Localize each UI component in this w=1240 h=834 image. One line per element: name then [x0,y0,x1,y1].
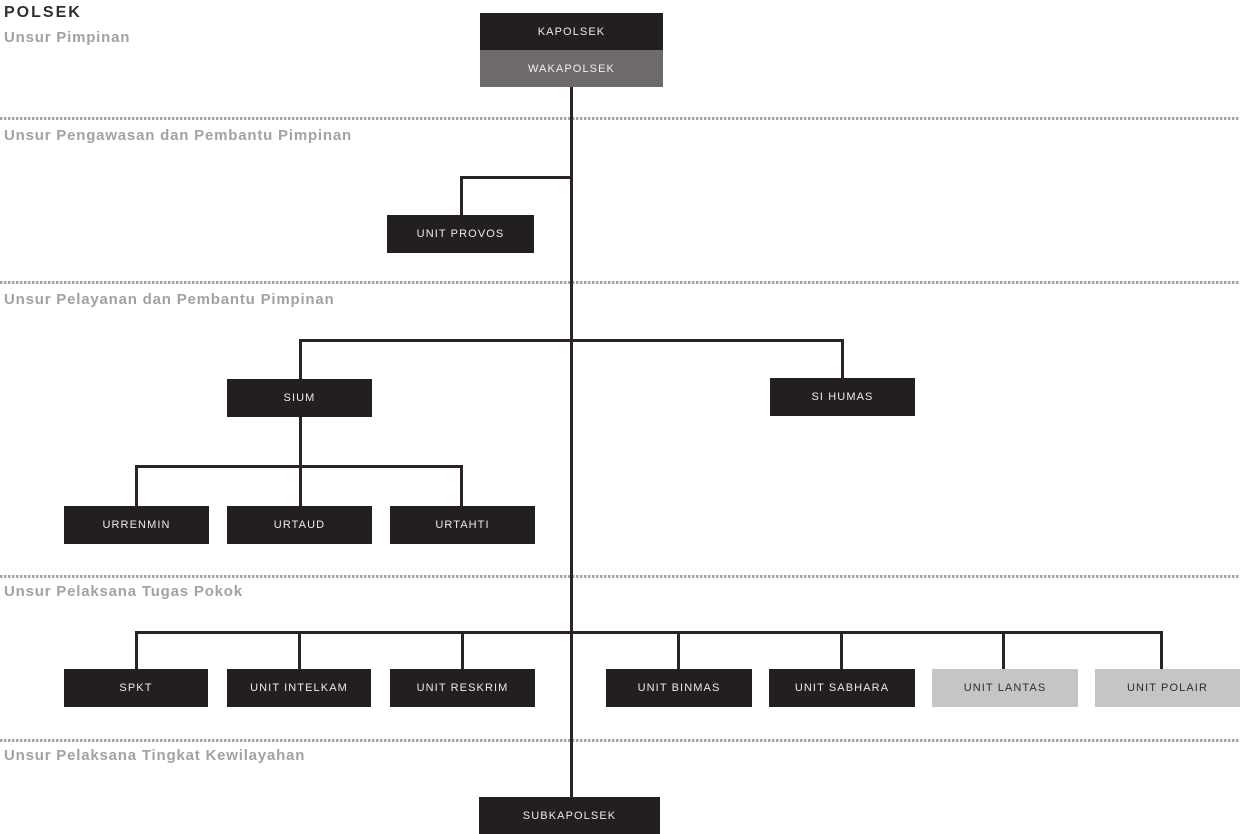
org-node-unit-binmas: UNIT BINMAS [606,669,752,707]
org-node-wakapolsek: WAKAPOLSEK [480,50,663,87]
connector-provos-drop [460,176,463,215]
connector-urtahti-drop [460,465,463,506]
org-node-unit-polair: UNIT POLAIR [1095,669,1240,707]
connector-lantas-drop [1002,631,1005,669]
org-node-unit-sabhara: UNIT SABHARA [769,669,915,707]
org-node-urtaud: URTAUD [227,506,372,544]
org-node-urtahti: URTAHTI [390,506,535,544]
connector-binmas-drop [677,631,680,669]
org-node-si-humas: SI HUMAS [770,378,915,416]
connector-ur-horizontal [135,465,463,468]
connector-urrenmin-drop [135,465,138,506]
connector-sium-sihumas-horizontal [299,339,844,342]
connector-reskrim-drop [461,631,464,669]
section-header-pimpinan: Unsur Pimpinan [4,29,131,46]
section-divider [0,739,1240,742]
org-node-sium: SIUM [227,379,372,417]
connector-sium-drop [299,339,302,379]
connector-sihumas-drop [841,339,844,379]
org-node-kapolsek: KAPOLSEK [480,13,663,50]
connector-provos-horizontal [460,176,573,179]
section-divider [0,117,1240,120]
section-header-pelayanan: Unsur Pelayanan dan Pembantu Pimpinan [4,291,335,308]
connector-polair-drop [1160,631,1163,669]
connector-intelkam-drop [298,631,301,669]
org-node-unit-intelkam: UNIT INTELKAM [227,669,371,707]
connector-sabhara-drop [840,631,843,669]
section-divider [0,575,1240,578]
connector-units-horizontal [135,631,1163,634]
org-node-unit-lantas: UNIT LANTAS [932,669,1078,707]
page-title: POLSEK [4,4,82,21]
connector-spkt-drop [135,631,138,669]
connector-main-trunk [570,87,573,797]
section-header-kewilayahan: Unsur Pelaksana Tingkat Kewilayahan [4,747,306,764]
org-node-spkt: SPKT [64,669,208,707]
connector-sium-to-children [299,417,302,506]
section-divider [0,281,1240,284]
org-node-subkapolsek: SUBKAPOLSEK [479,797,660,834]
org-node-unit-provos: UNIT PROVOS [387,215,534,253]
org-node-urrenmin: URRENMIN [64,506,209,544]
org-node-unit-reskrim: UNIT RESKRIM [390,669,535,707]
section-header-tugas-pokok: Unsur Pelaksana Tugas Pokok [4,583,243,600]
section-header-pengawasan: Unsur Pengawasan dan Pembantu Pimpinan [4,127,352,144]
